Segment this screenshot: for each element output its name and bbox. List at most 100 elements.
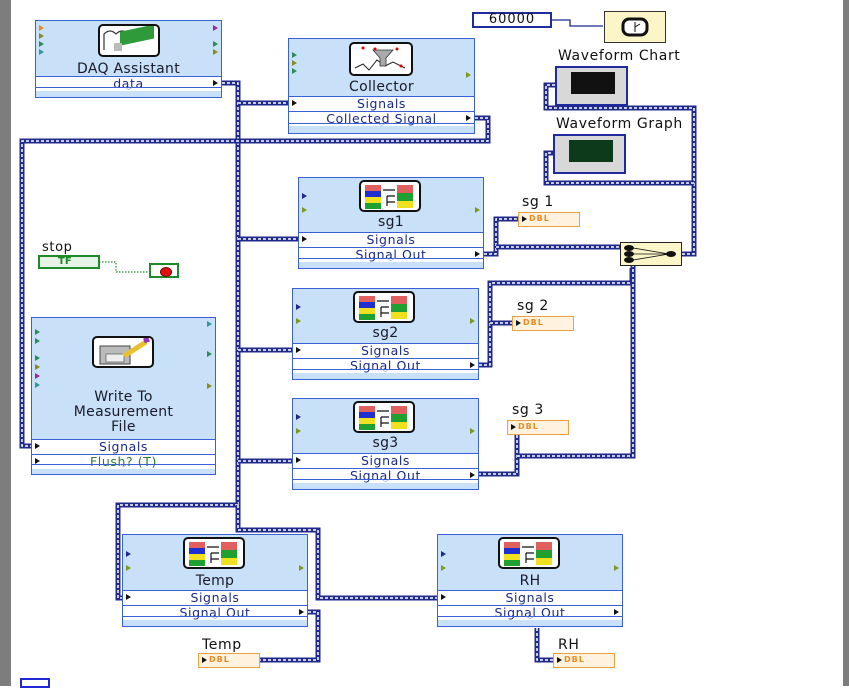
input-terminal[interactable] — [441, 565, 446, 571]
signals-row[interactable]: Signals — [293, 453, 478, 468]
signals-row[interactable]: Signals — [123, 590, 307, 605]
write-measurement-file-node[interactable]: Write To Measurement File Signals Flush?… — [31, 317, 216, 475]
waveform-chart-terminal[interactable] — [555, 66, 628, 106]
waveform-graph-terminal[interactable] — [553, 134, 626, 174]
select-signals-icon — [498, 537, 560, 569]
input-terminal[interactable] — [39, 41, 44, 47]
wire-sg3-out — [478, 266, 636, 477]
signals-row[interactable]: Signals — [289, 96, 474, 111]
stop-label: stop — [42, 240, 73, 255]
funnel-waveform-icon — [349, 42, 413, 76]
output-terminal[interactable] — [466, 72, 471, 78]
right-scrollbar[interactable] — [843, 0, 849, 686]
input-terminal[interactable] — [126, 565, 131, 571]
left-scrollbar[interactable] — [0, 0, 11, 686]
numeric-constant[interactable]: 60000 — [472, 12, 552, 28]
wait-ms-function[interactable] — [604, 11, 666, 43]
wire-sg1-out — [484, 216, 623, 257]
expander-chevron-icon[interactable]: ﹀ — [36, 87, 221, 97]
wire-rh-out — [534, 628, 555, 663]
output-terminal[interactable] — [213, 25, 218, 31]
input-terminal[interactable] — [292, 60, 297, 66]
input-arrow-icon — [126, 594, 131, 600]
rh-indicator[interactable]: DBL — [553, 653, 615, 668]
input-terminal[interactable] — [39, 49, 44, 55]
sg1-indicator[interactable]: DBL — [518, 212, 580, 227]
sg2-node[interactable]: sg2 Signals Signal Out ﹀ — [292, 288, 479, 380]
expander-chevron-icon[interactable]: ﹀ — [123, 616, 307, 626]
output-terminal[interactable] — [470, 428, 475, 434]
input-terminal[interactable] — [302, 207, 307, 213]
output-terminal[interactable] — [475, 207, 480, 213]
expander-chevron-icon[interactable]: ﹀ — [438, 616, 622, 626]
input-terminal[interactable] — [35, 373, 40, 379]
output-terminal[interactable] — [614, 565, 619, 571]
loop-condition-stop-icon[interactable] — [149, 263, 179, 278]
output-arrow-icon — [213, 80, 218, 86]
daq-assistant-node[interactable]: DAQ Assistant data ﹀ — [35, 20, 222, 98]
collector-node[interactable]: Collector Signals Collected Signal ﹀ — [288, 38, 475, 134]
temp-node[interactable]: Temp Signals Signal Out ﹀ — [122, 534, 308, 627]
output-arrow-icon — [466, 115, 471, 121]
input-terminal[interactable] — [296, 304, 301, 310]
output-terminal[interactable] — [207, 383, 212, 389]
expander-chevron-icon[interactable]: ﹀ — [293, 369, 478, 379]
output-terminal[interactable] — [299, 565, 304, 571]
sg2-indicator[interactable]: DBL — [512, 316, 574, 331]
waveform-graph-label: Waveform Graph — [556, 116, 683, 132]
output-arrow-icon — [614, 609, 619, 615]
indicator-arrow-icon — [202, 657, 207, 663]
output-terminal[interactable] — [470, 318, 475, 324]
expander-chevron-icon[interactable]: ﹀ — [293, 479, 478, 489]
sg3-indicator[interactable]: DBL — [507, 420, 569, 435]
select-signals-icon — [183, 537, 245, 569]
rh-node[interactable]: RH Signals Signal Out ﹀ — [437, 534, 623, 627]
expander-chevron-icon[interactable]: ﹀ — [299, 258, 483, 268]
input-arrow-icon — [302, 236, 307, 242]
input-terminal[interactable] — [35, 364, 40, 370]
input-terminal[interactable] — [296, 428, 301, 434]
signals-row[interactable]: Signals — [293, 343, 478, 358]
info-icon[interactable] — [20, 678, 50, 688]
indicator-arrow-icon — [557, 657, 562, 663]
signals-row[interactable]: Signals — [32, 439, 215, 454]
input-terminal[interactable] — [302, 193, 307, 199]
output-terminal[interactable] — [213, 49, 218, 55]
output-terminal[interactable] — [207, 321, 212, 327]
collected-signal-row[interactable]: Collected Signal — [289, 111, 474, 126]
daq-card-icon — [98, 24, 160, 57]
expander-chevron-icon[interactable]: ﹀ — [32, 464, 215, 474]
select-signals-icon — [353, 291, 415, 323]
sg3-node[interactable]: sg3 Signals Signal Out ﹀ — [292, 398, 479, 490]
stop-boolean-terminal[interactable]: TF — [38, 255, 100, 269]
input-terminal[interactable] — [35, 338, 40, 344]
input-terminal[interactable] — [35, 382, 40, 388]
input-terminal[interactable] — [296, 318, 301, 324]
input-terminal[interactable] — [35, 329, 40, 335]
signals-row[interactable]: Signals — [438, 590, 622, 605]
indicator-arrow-icon — [522, 216, 527, 222]
expander-chevron-icon[interactable]: ﹀ — [289, 123, 474, 133]
temp-indicator[interactable]: DBL — [198, 653, 260, 668]
sg1-node[interactable]: sg1 Signals Signal Out ﹀ — [298, 177, 484, 269]
merge-signals-node[interactable] — [620, 242, 682, 266]
input-terminal[interactable] — [296, 414, 301, 420]
select-signals-icon — [353, 401, 415, 433]
wire-temp-out — [258, 609, 321, 663]
signals-row[interactable]: Signals — [299, 232, 483, 247]
input-terminal[interactable] — [441, 551, 446, 557]
input-terminal[interactable] — [35, 355, 40, 361]
indicator-arrow-icon — [516, 320, 521, 326]
output-terminal[interactable] — [213, 41, 218, 47]
input-terminal[interactable] — [292, 68, 297, 74]
input-terminal[interactable] — [39, 33, 44, 39]
sg1-title: sg1 — [378, 214, 404, 230]
input-terminal[interactable] — [39, 25, 44, 31]
output-terminal[interactable] — [207, 351, 212, 357]
wire-collector-to-write — [19, 115, 491, 449]
input-terminal[interactable] — [126, 551, 131, 557]
flush-row[interactable]: Flush? (T) — [32, 454, 215, 469]
stopwatch-icon — [621, 17, 649, 37]
input-terminal[interactable] — [292, 52, 297, 58]
temp-title: Temp — [195, 573, 235, 589]
